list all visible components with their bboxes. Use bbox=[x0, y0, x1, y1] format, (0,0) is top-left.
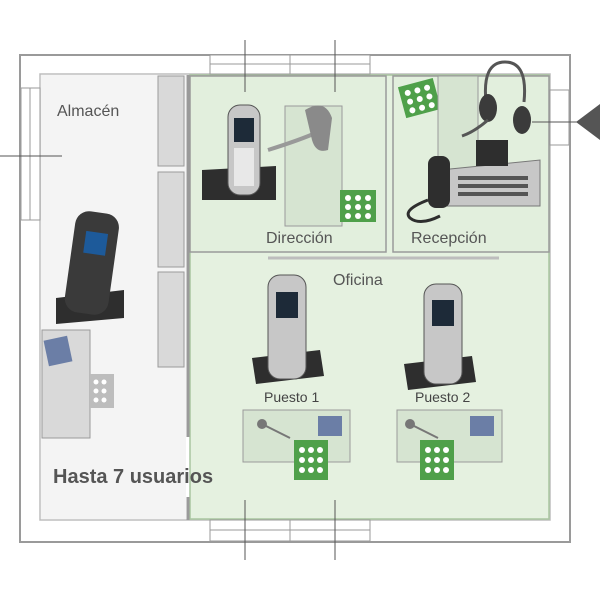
storage-shelves bbox=[157, 75, 185, 368]
headset-icon bbox=[461, 60, 531, 138]
desk-phone-icon bbox=[202, 104, 343, 227]
room-label-direccion: Dirección bbox=[266, 230, 333, 247]
arrow-left-icon bbox=[576, 104, 600, 140]
keypad-icon bbox=[90, 374, 114, 408]
desk-label-puesto-2: Puesto 2 bbox=[415, 389, 471, 405]
room-label-almacen: Almacén bbox=[57, 103, 120, 120]
guide-lines bbox=[0, 40, 580, 560]
desk-label-puesto-1: Puesto 1 bbox=[264, 389, 320, 405]
keypad-icon bbox=[420, 440, 454, 480]
room-label-recepcion: Recepción bbox=[411, 230, 487, 247]
dect-handset-icon bbox=[404, 283, 476, 390]
room-label-oficina: Oficina bbox=[333, 272, 383, 289]
headset-icon bbox=[267, 105, 332, 152]
keypad-icon bbox=[340, 190, 376, 222]
users-headline: Hasta 7 usuarios bbox=[53, 466, 214, 488]
windows bbox=[20, 54, 570, 542]
keypad-icon bbox=[397, 77, 442, 119]
desk-phone-icon bbox=[406, 140, 541, 223]
laptop-icon bbox=[41, 329, 91, 439]
dect-handset-icon bbox=[56, 211, 124, 324]
keypad-icon bbox=[294, 440, 328, 480]
dect-handset-icon bbox=[252, 274, 324, 384]
